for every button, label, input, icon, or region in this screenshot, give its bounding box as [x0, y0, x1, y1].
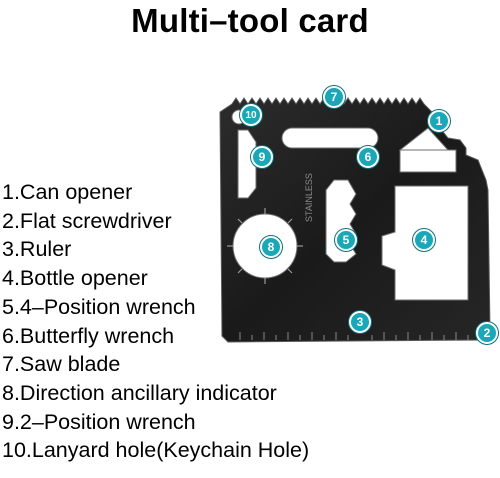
marker-3: 3	[349, 311, 371, 333]
marker-4: 4	[413, 229, 435, 251]
page-title: Multi–tool card	[131, 2, 369, 39]
legend-item-ruler: 3.Ruler	[2, 237, 72, 262]
legend-item-can-opener: 1.Can opener	[2, 180, 133, 204]
marker-2: 2	[476, 322, 498, 344]
legend-item-2-position-wrench: 9.2–Position wrench	[2, 409, 196, 434]
marker-9: 9	[251, 146, 273, 168]
marker-7: 7	[323, 86, 345, 108]
marker-6: 6	[357, 146, 379, 168]
marker-5: 5	[335, 229, 357, 251]
legend-item-lanyard-hole: 10.Lanyard hole(Keychain Hole)	[2, 438, 310, 463]
legend-item-bottle-opener: 4.Bottle opener	[2, 266, 148, 291]
legend-item-direction-indicator: 8.Direction ancillary indicator	[2, 380, 277, 405]
legend-item-saw-blade: 7.Saw blade	[2, 352, 121, 377]
marker-10: 10	[240, 104, 262, 126]
legend-item-butterfly-wrench: 6.Butterfly wrench	[2, 323, 175, 348]
tool-legend: 1.Can opener 2.Flat screwdriver 3.Ruler …	[2, 178, 309, 465]
legend-item-flat-screwdriver: 2.Flat screwdriver	[2, 208, 172, 233]
can-opener-cutout	[398, 127, 457, 173]
butterfly-wrench-slot	[281, 127, 379, 149]
legend-item-4-position-wrench: 5.4–Position wrench	[2, 294, 196, 319]
bottle-opener-cutout	[381, 185, 469, 301]
marker-1: 1	[428, 110, 450, 132]
lanyard-hole	[231, 109, 247, 125]
4-position-wrench-slot	[325, 179, 357, 263]
